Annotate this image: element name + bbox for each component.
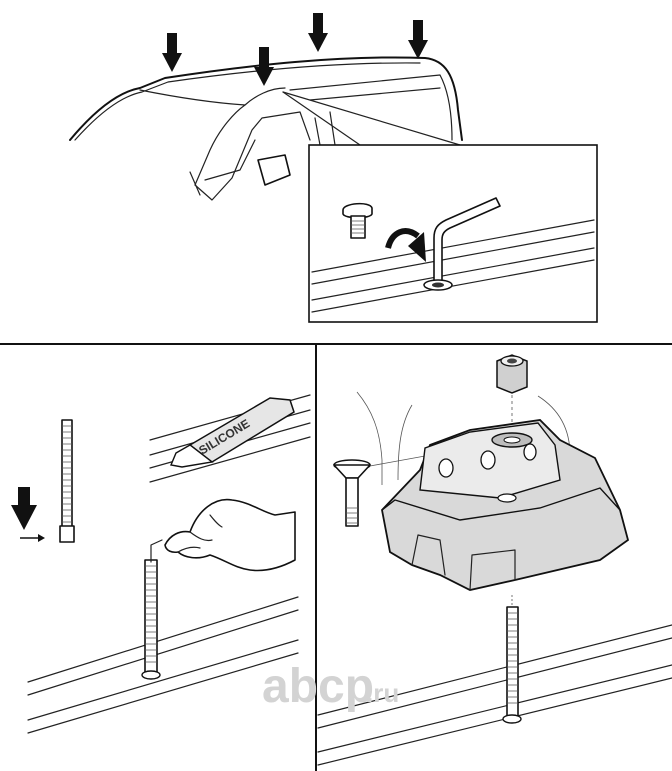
panel-top-van-roof (69, 13, 463, 201)
watermark-suffix: .ru (366, 678, 399, 708)
down-arrow-icon (308, 13, 328, 52)
installed-stud-icon (141, 539, 163, 680)
threaded-stud-icon (59, 419, 75, 543)
down-arrow-icon (408, 20, 428, 59)
installed-stud-icon (502, 595, 522, 724)
watermark-brand: abcp (262, 660, 374, 713)
watermark-logo: abcp .ru (262, 660, 399, 713)
insert-arrow-icon (11, 487, 45, 542)
bolt-icon (333, 459, 371, 527)
down-arrow-icon (162, 33, 182, 72)
detail-inset-cap-removal (308, 144, 598, 323)
down-arrow-icon (254, 47, 274, 86)
hex-nut-icon (496, 354, 528, 394)
roof-foot-block (381, 419, 630, 591)
curved-arrow-icon (385, 228, 426, 262)
hand-icon (164, 498, 296, 572)
silicone-tube-icon: SILICONE (149, 394, 311, 483)
panel-bottom-right-foot-mount (317, 354, 672, 766)
screw-icon (342, 202, 373, 239)
